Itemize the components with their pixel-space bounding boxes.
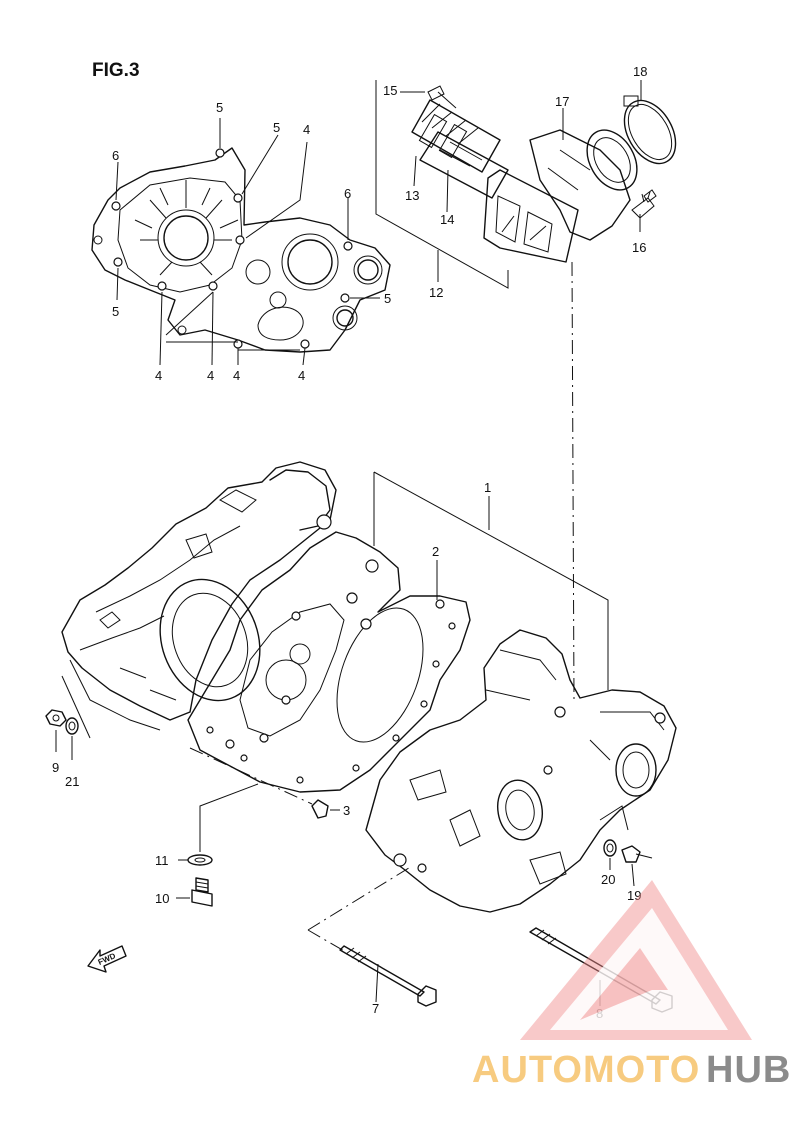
callout-3: 3	[343, 803, 350, 818]
callout-11: 11	[155, 853, 169, 868]
callout-17: 17	[555, 94, 569, 109]
reed-valve-assembly-drawing	[375, 80, 677, 701]
crankcase-gasket-2-drawing	[187, 531, 471, 793]
callout-4: 4	[233, 368, 240, 383]
callout-10: 10	[155, 891, 169, 906]
hardware-drawing	[45, 675, 673, 1013]
crankcase-gasket-drawing	[91, 118, 391, 366]
callout-4: 4	[207, 368, 214, 383]
callout-7: 7	[372, 1001, 379, 1016]
callout-13: 13	[405, 188, 419, 203]
callout-4: 4	[298, 368, 305, 383]
callout-4: 4	[303, 122, 310, 137]
callout-4: 4	[155, 368, 162, 383]
callout-20: 20	[601, 872, 615, 887]
figure-title: FIG.3	[92, 60, 140, 81]
callout-5: 5	[384, 291, 391, 306]
callout-15: 15	[383, 83, 397, 98]
callout-5: 5	[216, 100, 223, 115]
callout-9: 9	[52, 760, 59, 775]
callout-12: 12	[429, 285, 443, 300]
callout-16: 16	[632, 240, 646, 255]
watermark-text-automoto: AUTOMOTO	[472, 1049, 700, 1091]
callout-1: 1	[484, 480, 491, 495]
callout-5: 5	[273, 120, 280, 135]
fwd-direction-arrow: FWD	[87, 945, 127, 973]
callout-18: 18	[633, 64, 647, 79]
left-crankcase-drawing	[61, 461, 337, 731]
right-crankcase-drawing	[365, 471, 677, 913]
watermark-text-hub: HUB	[706, 1049, 791, 1091]
callout-21: 21	[65, 774, 79, 789]
callout-2: 2	[432, 544, 439, 559]
automotohub-watermark: AUTOMOTO HUB	[472, 880, 791, 1091]
callout-19: 19	[627, 888, 641, 903]
callout-5: 5	[112, 304, 119, 319]
callout-14: 14	[440, 212, 454, 227]
callout-6: 6	[112, 148, 119, 163]
callout-6: 6	[344, 186, 351, 201]
